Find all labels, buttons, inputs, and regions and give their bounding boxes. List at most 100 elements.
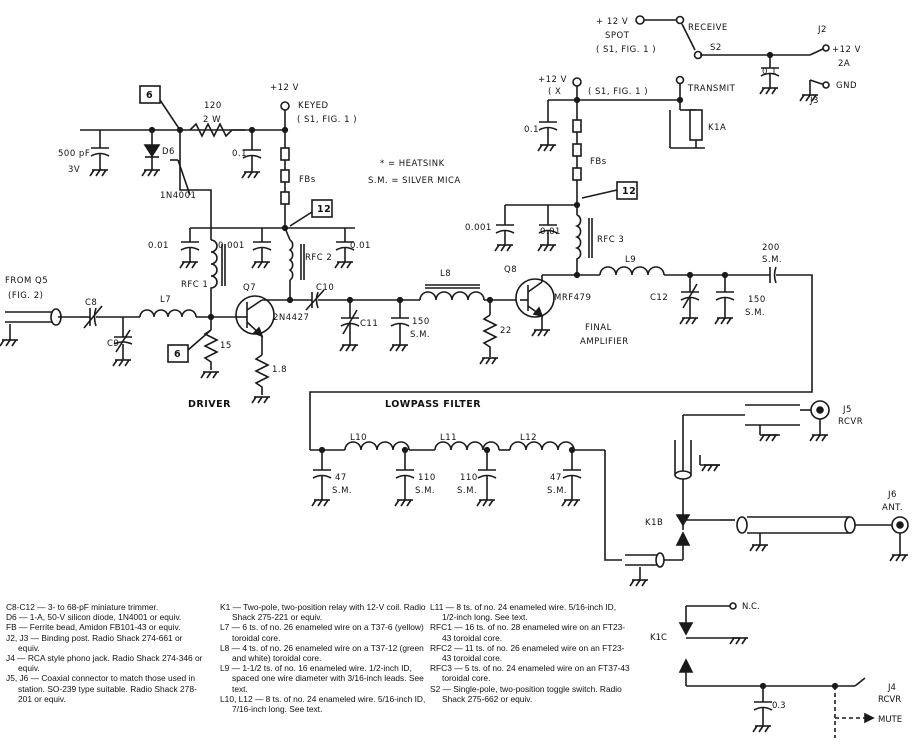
label-c11: C11: [360, 319, 378, 329]
label-heatsink-key: * = HEATSINK: [380, 159, 445, 169]
ferrite-beads-1: [280, 147, 290, 228]
label-plus12-keyed: +12 V: [270, 83, 299, 93]
label-j6-ant: ANT.: [882, 503, 903, 513]
label-plus12-spot: + 12 V: [596, 17, 628, 27]
capacitor-47-b: [561, 450, 582, 507]
label-rcvr-mute-1: RCVR: [878, 695, 901, 705]
coax-to-j6: [736, 516, 893, 552]
capacitor-0-01-final: [537, 205, 558, 252]
label-fbs-1: FBs: [299, 175, 316, 185]
label-plus12-j2: +12 V: [832, 45, 861, 55]
trimmer-c12: [679, 275, 700, 325]
parts-note: J4 — RCA style phono jack. Radio Shack 2…: [6, 653, 203, 674]
parts-notes-column-3: L11 — 8 ts. of no. 24 enameled wire. 5/1…: [430, 602, 630, 704]
label-sm-e: S.M.: [457, 486, 477, 496]
parts-note: RFC2 — 11 ts. of no. 26 enameled wire on…: [430, 642, 625, 664]
choke-rfc3: [575, 214, 582, 275]
parts-note: K1 — Two-pole, two-position relay with 1…: [220, 602, 426, 623]
schematic-diagram: FROM Q5 (FIG. 2) C8 C9 L7 500 pF 3V D6 1…: [0, 15, 909, 587]
label-j2: J2: [817, 25, 827, 35]
transistor-q7: [235, 295, 290, 338]
label-d6: D6: [162, 147, 175, 157]
parts-note: L9 — 1-1/2 ts. of no. 16 enameled wire. …: [220, 663, 424, 694]
capacitor-110-a: [394, 450, 415, 507]
resistor-15: [200, 317, 220, 379]
label-sm-b: S.M.: [745, 308, 765, 318]
label-spot-ref: ( S1, FIG. 1 ): [596, 45, 656, 55]
label-lowpass-filter: LOWPASS FILTER: [385, 399, 481, 410]
label-rfc3: RFC 3: [597, 235, 624, 245]
label-k1b: K1B: [645, 518, 663, 528]
inductor-l7: [139, 309, 197, 318]
label-tag-12-b: 12: [622, 186, 636, 197]
label-j3: J3: [809, 96, 819, 106]
label-rfc1: RFC 1: [181, 280, 208, 290]
label-0-01-driver: 0.01: [148, 241, 169, 251]
label-q8: Q8: [504, 265, 517, 275]
label-q7: Q7: [243, 283, 256, 293]
parts-note: J2, J3 — Binding post. Radio Shack 274-6…: [6, 632, 183, 653]
label-110-b: 110: [460, 473, 478, 483]
label-silver-mica-key: S.M. = SILVER MICA: [368, 176, 461, 186]
capacitor-150-b: [714, 275, 735, 325]
relay-k1b: [675, 414, 745, 530]
capacitor-0-1-driver: [241, 130, 262, 179]
label-2w: 2 W: [203, 115, 221, 125]
capacitor-0-001-driver: [251, 228, 272, 269]
relay-k1c-section: K1C N.C. 0.3 J4 RCVR MUTE: [650, 602, 902, 738]
label-l12: L12: [520, 433, 537, 443]
coax-j5-line: [745, 404, 800, 442]
trimmer-c11: [339, 300, 360, 352]
label-j6: J6: [887, 490, 897, 500]
label-150-a: 150: [412, 317, 430, 327]
parts-notes-column-2: K1 — Two-pole, two-position relay with 1…: [220, 602, 426, 714]
resistor-22: [479, 300, 499, 365]
capacitor-110-b: [476, 450, 497, 507]
label-tag-12-a: 12: [317, 204, 331, 215]
choke-rfc1: [210, 239, 218, 317]
label-0-01-b: 0.01: [350, 241, 371, 251]
parts-note: L11 — 8 ts. of no. 24 enameled wire. 5/1…: [430, 602, 617, 623]
trimmer-c8: [80, 305, 140, 329]
label-k1c: K1C: [650, 633, 667, 643]
label-200-sm: S.M.: [762, 255, 782, 265]
parts-note: L8 — 4 ts. of no. 26 enameled wire on a …: [220, 642, 424, 664]
label-0-1-switch: 0.1: [762, 67, 777, 77]
label-0-01-final: 0.01: [540, 227, 561, 237]
choke-rfc2: [288, 239, 294, 281]
parts-notes-column-1: C8-C12 — 3- to 68-pF miniature trimmer.D…: [6, 602, 204, 704]
label-j4: J4: [887, 683, 896, 693]
label-keyed-ref: ( S1, FIG. 1 ): [297, 115, 357, 125]
capacitor-500pf: [89, 130, 110, 177]
coax-to-j5: [674, 440, 721, 480]
capacitor-0-001-final: [494, 205, 515, 252]
trimmer-c10: [305, 289, 325, 311]
label-0-1-driver: 0.1: [232, 149, 247, 159]
diode-d6: [141, 130, 161, 177]
label-l11: L11: [440, 433, 457, 443]
label-keyed: KEYED: [298, 101, 329, 111]
label-j5: J5: [842, 405, 852, 415]
capacitor-0-01-b: [334, 228, 355, 269]
parts-note: L7 — 6 ts. of no. 26 enameled wire on a …: [220, 622, 424, 643]
label-15: 15: [220, 341, 232, 351]
tag-6-box: [139, 85, 161, 104]
label-0-001-driver: 0.001: [218, 241, 245, 251]
parts-note: D6 — 1-A, 50-V silicon diode, 1N4001 or …: [6, 612, 182, 623]
label-l9: L9: [625, 255, 636, 265]
capacitor-47-a: [311, 450, 332, 507]
trimmer-c9: [112, 317, 133, 367]
capacitor-0-1-switch: [759, 55, 780, 95]
capacitor-200: [769, 266, 777, 284]
tag-12-box-a: [311, 199, 333, 218]
label-tx-ref: ( S1, FIG. 1 ): [588, 87, 648, 97]
label-l10: L10: [350, 433, 367, 443]
inductor-l8: [419, 291, 485, 301]
label-sm-a: S.M.: [410, 330, 430, 340]
label-fbs-2: FBs: [590, 157, 607, 167]
ferrite-beads-2: [572, 119, 582, 205]
label-c9: C9: [107, 339, 119, 349]
label-120: 120: [204, 101, 222, 111]
label-from-q5: FROM Q5: [5, 276, 48, 286]
label-j5-rcvr: RCVR: [838, 417, 863, 427]
